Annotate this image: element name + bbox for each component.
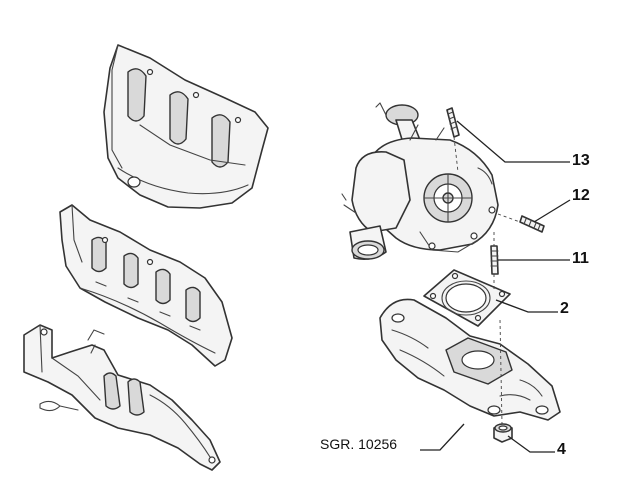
leader-12 (533, 199, 571, 223)
leader-2 (495, 299, 558, 313)
lower-heat-shield (23, 324, 221, 471)
reference-code: SGR. 10256 (320, 436, 398, 452)
exhaust-manifold (379, 298, 561, 421)
stud-11 (490, 245, 499, 275)
callout-13: 13 (572, 152, 590, 169)
nut-4 (493, 423, 513, 443)
stud-12 (519, 215, 545, 233)
callout-4: 4 (557, 441, 566, 458)
callout-12: 12 (572, 187, 590, 204)
axis-stud-12 (497, 213, 521, 223)
callout-11: 11 (572, 250, 589, 267)
callout-2: 2 (560, 300, 569, 317)
axis-nut-4 (499, 319, 503, 425)
turbocharger (341, 102, 499, 260)
gasket-2 (423, 269, 511, 327)
leader-13 (456, 120, 570, 163)
middle-heat-shield (59, 204, 233, 367)
leader-4 (507, 435, 555, 453)
leader-ref (420, 423, 465, 451)
upper-heat-shield (103, 44, 269, 209)
stud-13 (446, 107, 460, 138)
